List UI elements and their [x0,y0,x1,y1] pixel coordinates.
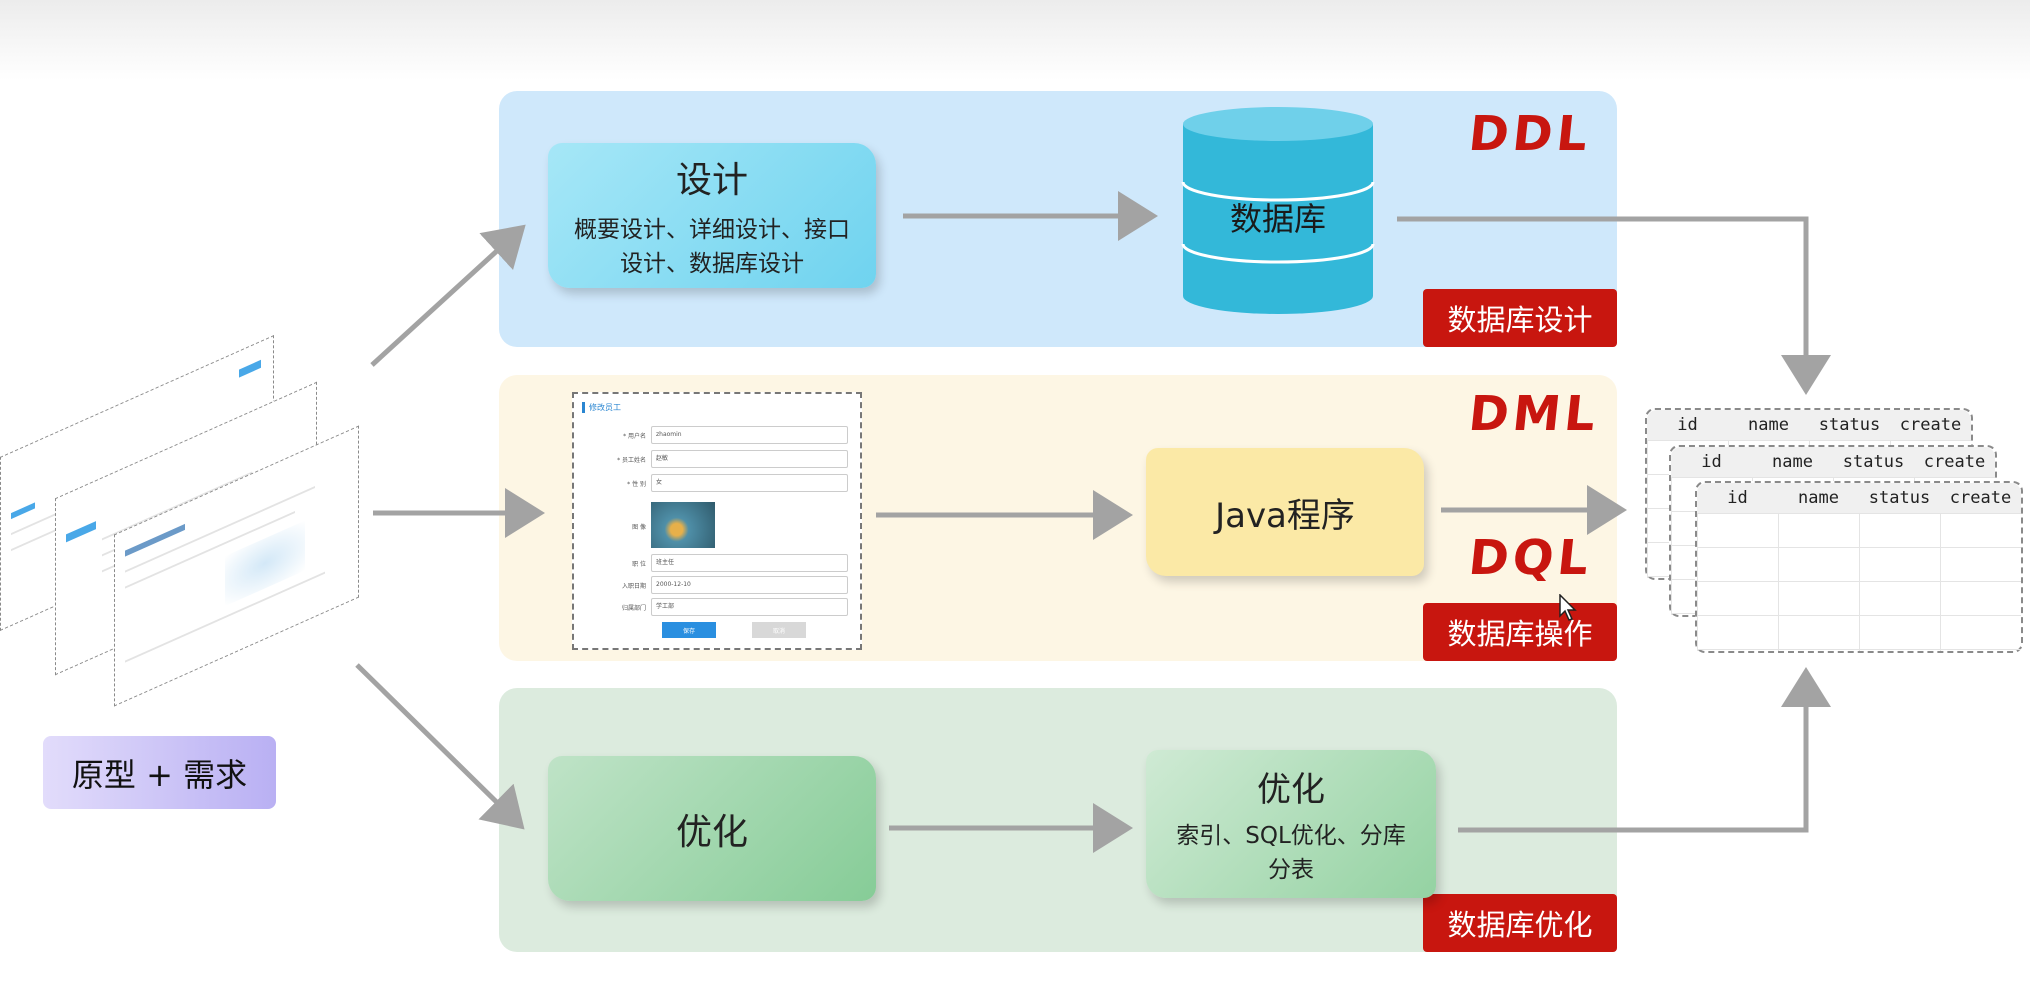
arrow-to-optimize [355,663,525,830]
form-row-image: 图 像 [586,502,848,548]
optimize-box: 优化 [548,756,876,901]
optimize-detail-text: 索引、SQL优化、分库分表 [1176,822,1406,883]
java-program-box: Java程序 [1146,448,1424,576]
database-label: 数据库 [1229,200,1326,238]
design-detail: 概要设计、详细设计、接口设计、数据库设计 [574,216,850,277]
optimize-detail-box: 优化 索引、SQL优化、分库分表 [1146,750,1436,898]
form-row-username: * 用户名 zhaomin [586,426,848,444]
dml-label: DML [1466,386,1603,442]
optimize-detail-title: 优化 [1257,769,1325,810]
column-status: status [1868,488,1931,508]
db-optimize-tag: 数据库优化 [1423,894,1617,952]
design-title: 设计 [675,159,748,201]
form-save-button: 保存 [662,622,716,638]
form-row-gender: * 性 别 女 [586,474,848,492]
optimize-label: 优化 [675,811,748,853]
form-row-department: 归属部门 学工部 [586,598,848,616]
database-icon [1181,107,1375,314]
form-row-entry-date: 入职日期 2000-12-10 [586,576,848,594]
arrow-opt2-to-tables [1458,667,1831,833]
database-cylinder: 数据库 [1181,104,1375,318]
table-front: id name status create [1695,481,2023,653]
form-cancel-button: 取消 [752,622,806,638]
design-box: 设计 概要设计、详细设计、接口设计、数据库设计 [548,143,876,288]
edit-employee-form: 修改员工 * 用户名 zhaomin * 员工姓名 赵敏 * 性 别 女 图 像… [572,392,862,650]
arrow-to-design [370,224,526,367]
column-id: id [1727,488,1748,508]
ddl-label: DDL [1466,106,1595,162]
db-design-tag: 数据库设计 [1423,289,1617,347]
dql-label: DQL [1466,530,1596,586]
prototype-requirements-label: 原型 + 需求 [43,736,276,809]
mouse-cursor-icon [1559,594,1577,621]
db-operation-tag: 数据库操作 [1423,603,1617,661]
arrow-db-to-tables [1397,216,1831,395]
form-row-name: * 员工姓名 赵敏 [586,450,848,468]
form-row-position: 职 位 班主任 [586,554,848,572]
form-title: 修改员工 [582,402,621,413]
java-program-label: Java程序 [1215,495,1355,536]
avatar-image [651,502,715,548]
column-name: name [1798,488,1839,508]
column-create: create [1949,488,2012,508]
